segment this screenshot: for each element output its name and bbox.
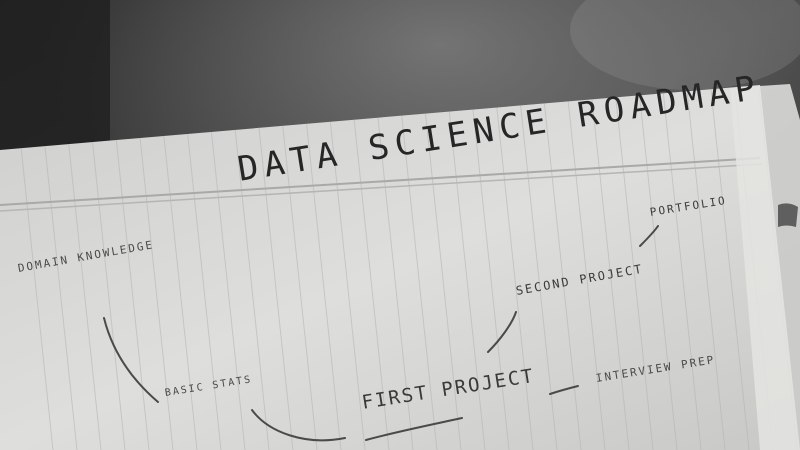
rule-line <box>518 89 558 450</box>
rule-line <box>686 89 726 450</box>
notebook-page <box>0 84 800 450</box>
rule-line <box>86 89 126 450</box>
rule-line <box>110 89 150 450</box>
rule-line <box>614 89 654 450</box>
rule-line <box>302 89 342 450</box>
connector-interview <box>549 385 579 395</box>
rule-line <box>254 89 294 450</box>
rule-line <box>326 89 366 450</box>
rule-line <box>710 89 750 450</box>
rule-line <box>38 89 78 450</box>
rule-line <box>446 89 486 450</box>
rule-line <box>158 89 198 450</box>
connector-stats-to-project <box>251 409 346 442</box>
rule-line <box>62 89 102 450</box>
rule-line <box>182 89 222 450</box>
rule-line <box>590 89 630 450</box>
rule-line <box>230 89 270 450</box>
rule-line <box>542 89 582 450</box>
rule-line <box>278 89 318 450</box>
rule-line <box>422 89 462 450</box>
rule-line <box>134 89 174 450</box>
rule-line <box>494 89 534 450</box>
rule-line <box>662 89 702 450</box>
rule-line <box>470 89 510 450</box>
rule-line <box>374 89 414 450</box>
rule-line <box>398 89 438 450</box>
mindmap-connectors <box>103 225 659 442</box>
ruled-lines <box>14 89 798 450</box>
connector-second-to-portfolio <box>639 225 659 247</box>
rule-line <box>206 89 246 450</box>
rule-line <box>350 89 390 450</box>
rule-line <box>14 89 54 450</box>
first-project-underline <box>365 417 463 441</box>
connector-domain-to-stats <box>103 317 159 403</box>
rule-line <box>566 89 606 450</box>
rule-line <box>638 89 678 450</box>
connector-project-to-second <box>487 311 517 353</box>
